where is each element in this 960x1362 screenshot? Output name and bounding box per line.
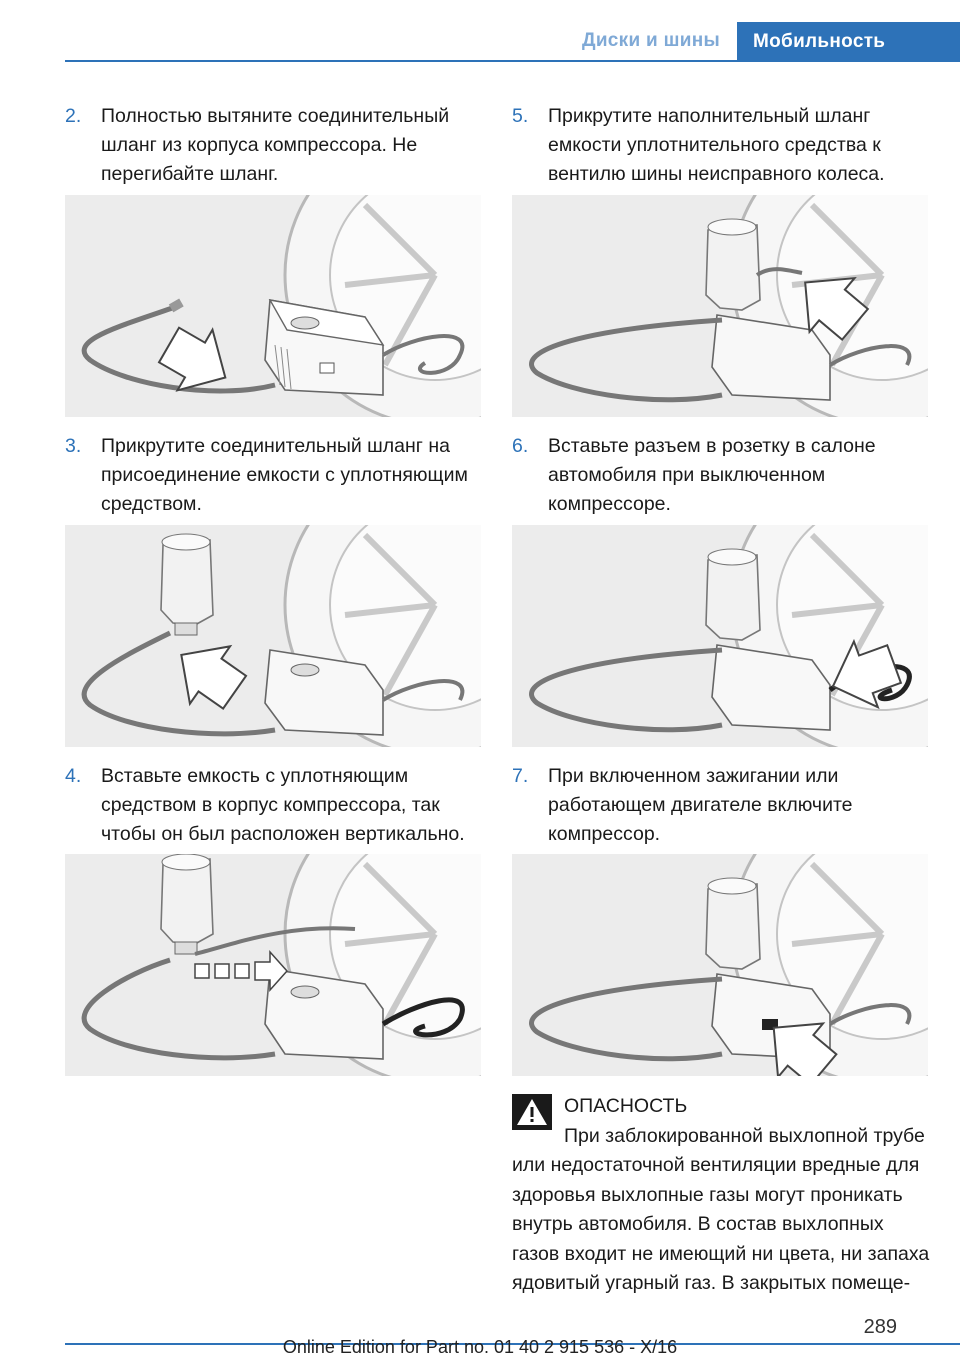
figure-hose-extended (65, 195, 481, 417)
step-number: 2. (65, 105, 82, 127)
figure-hose-to-bottle (65, 525, 481, 747)
step-text: Вставьте разъем в розетку в салоне автом… (548, 435, 876, 515)
figure-plug-socket (512, 525, 928, 747)
step-2: 2. Полностью вытяните соединительный шла… (65, 102, 481, 189)
footer-edition: Online Edition for Part no. 01 40 2 915 … (282, 1337, 678, 1357)
warning-triangle-icon (512, 1094, 552, 1130)
step-text: Прикрутите соединительный шланг на присо… (101, 435, 468, 515)
step-number: 4. (65, 765, 82, 787)
step-3: 3. Прикрутите соединительный шланг на пр… (65, 432, 481, 519)
step-4: 4. Вставьте емкость с уплотняющим средст… (65, 762, 481, 849)
step-text: Вставьте емкость с уплотняющим средством… (101, 765, 465, 845)
step-number: 5. (512, 105, 529, 127)
figure-switch-on (512, 854, 928, 1076)
step-number: 6. (512, 435, 529, 457)
chapter-tab: Мобильность (737, 22, 960, 62)
step-text: Полностью вытяните соединительный шланг … (101, 105, 450, 185)
warning-body: При заблокированной выхлопной трубе или … (512, 1124, 930, 1295)
step-text: При включенном зажигании или работающем … (548, 765, 853, 845)
step-7: 7. При включенном зажигании или работающ… (512, 762, 928, 849)
page-number: 289 (863, 1316, 897, 1338)
warning-title: ОПАСНОСТЬ (564, 1095, 688, 1117)
footer-rule (65, 1343, 960, 1345)
figure-bottle-into-compressor (65, 854, 481, 1076)
step-number: 3. (65, 435, 82, 457)
figure-hose-to-valve (512, 195, 928, 417)
step-5: 5. Прикрутите наполнительный шланг емкос… (512, 102, 928, 189)
step-text: Прикрутите наполнительный шланг емкости … (548, 105, 885, 185)
section-tab: Диски и шины (581, 30, 721, 51)
header-rule (65, 60, 960, 62)
step-number: 7. (512, 765, 529, 787)
step-6: 6. Вставьте разъем в розетку в салоне ав… (512, 432, 928, 519)
